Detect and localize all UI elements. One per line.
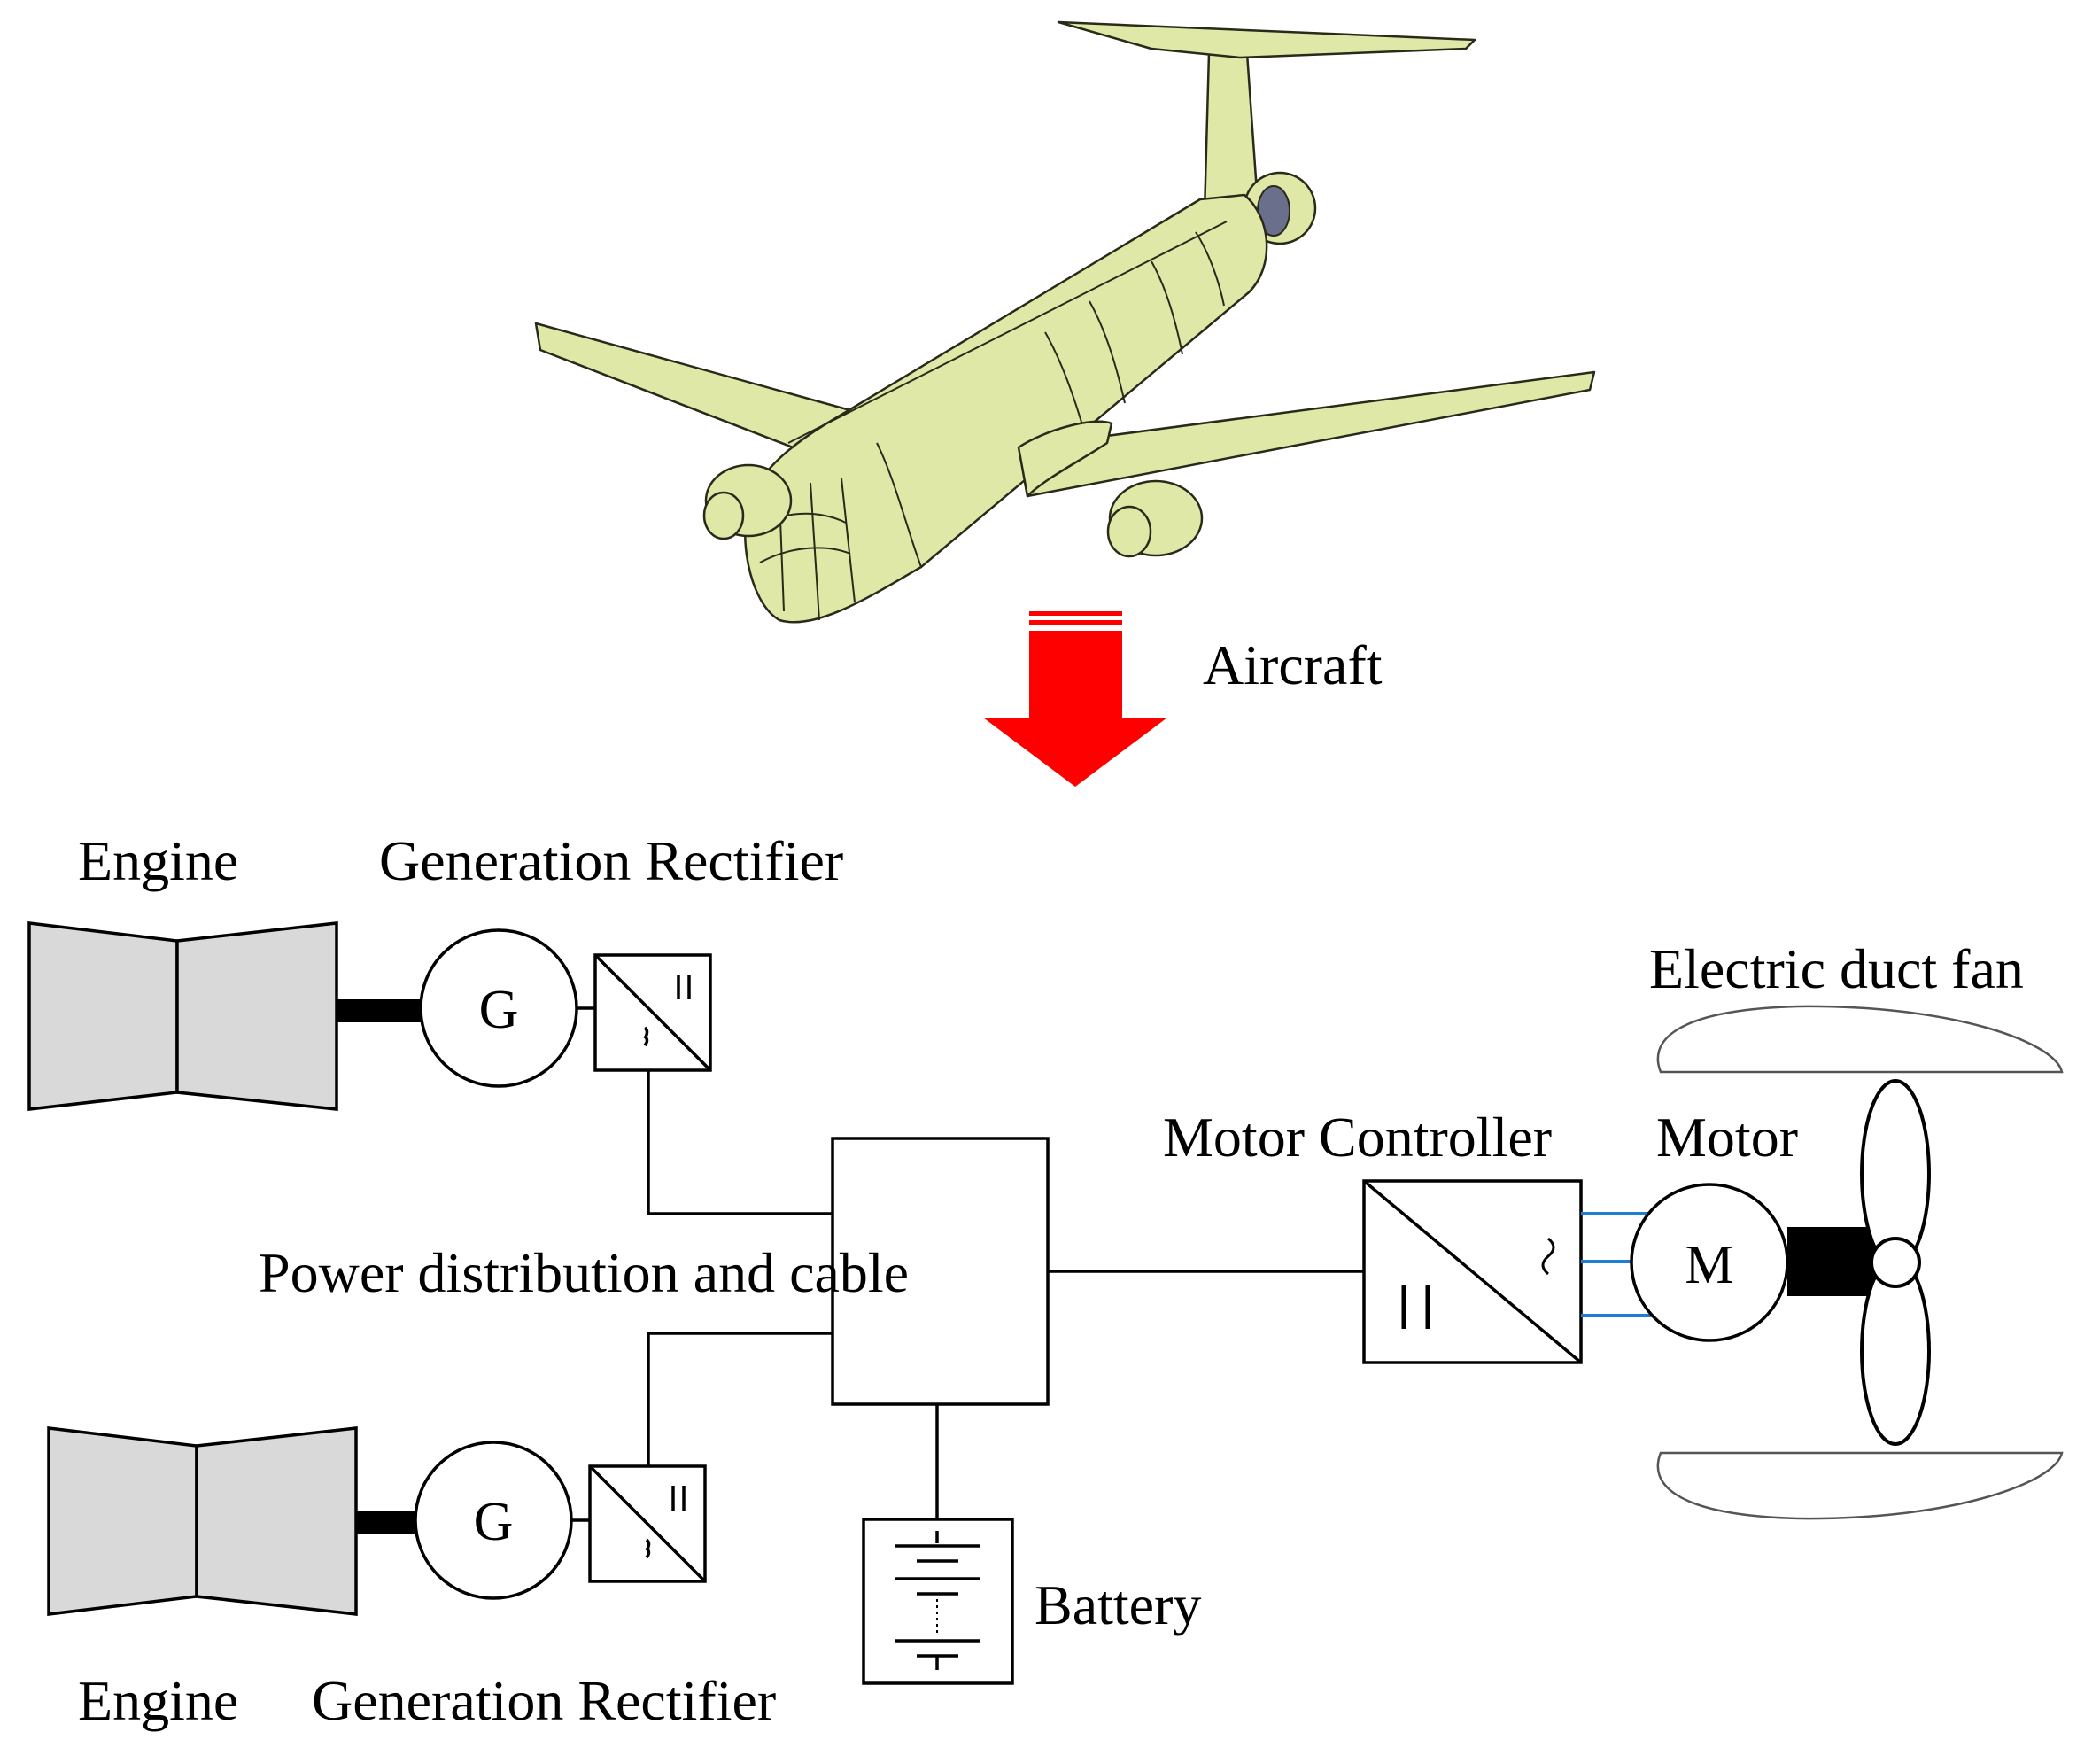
wire-bottom-to-distribution: [647, 1332, 833, 1466]
generator-bottom-symbol: G: [474, 1492, 514, 1552]
shaft-top: [337, 999, 421, 1022]
aircraft-label: Aircraft: [1203, 633, 1383, 696]
rectifier-bottom: [588, 1464, 707, 1583]
engine-bottom-label: Engine: [78, 1669, 238, 1732]
motor-controller: [1362, 1179, 1583, 1364]
aircraft-illustration: [534, 20, 1596, 624]
motor-label: Motor: [1656, 1106, 1798, 1169]
battery-icon: [862, 1518, 1014, 1685]
motor-controller-label: Motor Controller: [1163, 1106, 1552, 1169]
generation-rectifier-top-label: Generation Rectifier: [379, 829, 843, 892]
down-arrow-icon: [983, 611, 1167, 787]
electric-duct-fan-label: Electric duct fan: [1649, 937, 2024, 1000]
duct-upper-icon: [1656, 1005, 2064, 1074]
generation-rectifier-bottom-label: Generation Rectifier: [312, 1669, 776, 1732]
battery-label: Battery: [1035, 1573, 1201, 1636]
motor-shaft: [1787, 1227, 1876, 1296]
three-phase-wires: [1581, 1212, 1652, 1317]
engine-top-label: Engine: [78, 829, 238, 892]
propeller-icon: [1860, 1079, 1931, 1446]
engine-top: [27, 921, 338, 1111]
generator-top-symbol: G: [479, 980, 519, 1040]
shaft-bottom: [356, 1511, 416, 1534]
wire-top-to-distribution: [647, 1070, 833, 1215]
engine-bottom: [47, 1426, 358, 1616]
power-distribution-label: Power distribution and cable: [259, 1241, 909, 1304]
duct-lower-icon: [1656, 1451, 2064, 1520]
motor-symbol: M: [1685, 1235, 1733, 1295]
rectifier-top: [593, 953, 712, 1072]
